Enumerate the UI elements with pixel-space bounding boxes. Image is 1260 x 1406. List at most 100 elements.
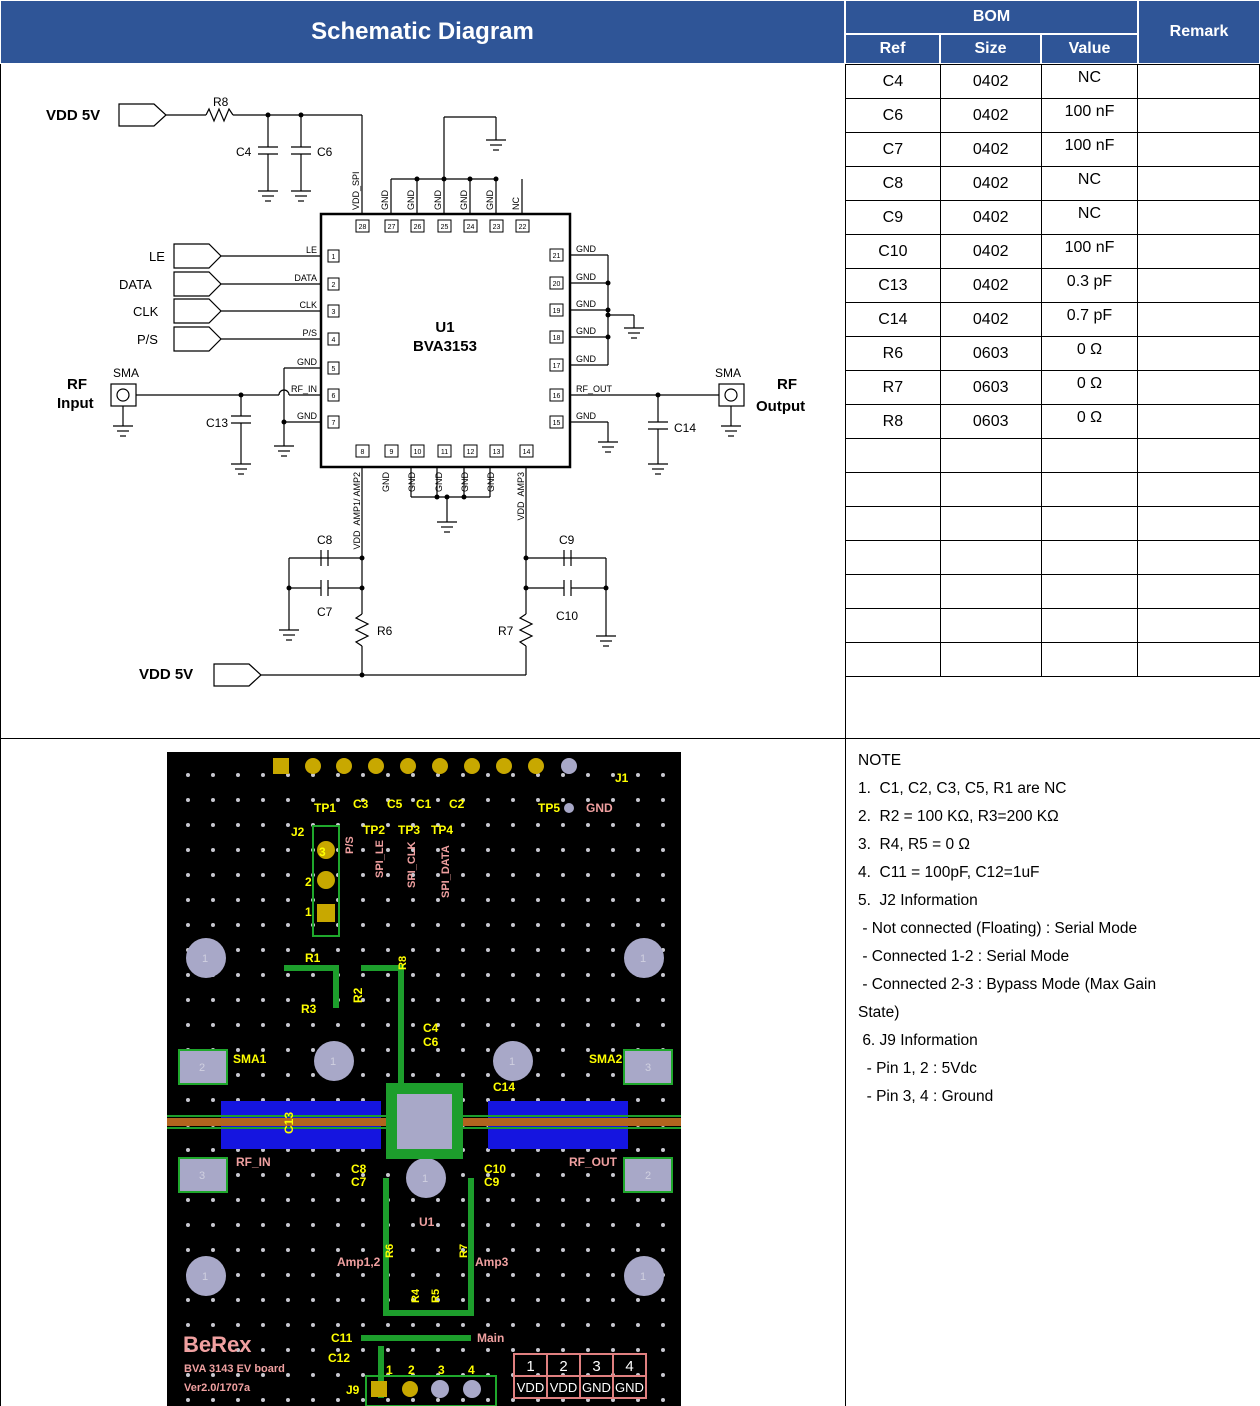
pcb-c8: C8	[351, 1162, 367, 1176]
bom-empty-row	[845, 438, 1260, 473]
bom-cell-remark	[1137, 64, 1260, 99]
bom-cell-size	[939, 438, 1042, 473]
pin-number: 6	[332, 393, 336, 400]
pcb-c11: C11	[331, 1331, 353, 1345]
bom-cell-remark	[1137, 438, 1260, 473]
pcb-tp3: TP3	[398, 823, 420, 837]
pcb-spi-data: SPI_DATA	[440, 845, 452, 898]
pin-number: 15	[553, 420, 561, 427]
pcb-c2: C2	[449, 797, 465, 811]
pin-number: 5	[332, 366, 336, 373]
chip-ref: U1	[435, 319, 454, 336]
bom-header-ref: Ref	[845, 34, 940, 64]
bom-cell-remark	[1137, 132, 1260, 167]
bom-cell-size: 0402	[939, 64, 1042, 99]
bom-cell-remark	[1137, 608, 1260, 643]
note-line: 5. J2 Information	[858, 892, 978, 909]
pin-name: GND	[485, 190, 495, 211]
j9-pin-number: 1	[526, 1358, 534, 1375]
ctrl-data-label: DATA	[119, 277, 152, 292]
bom-cell-size	[939, 540, 1042, 575]
pcb-hole-7: 1	[640, 1271, 646, 1283]
pcb-r7: R7	[458, 1244, 470, 1258]
pcb-j1: J1	[615, 771, 629, 785]
bom-cell-size: 0402	[939, 98, 1042, 133]
pin-name: GND	[459, 190, 469, 211]
pin-number: 17	[553, 363, 561, 370]
bom-footer-cell	[845, 672, 1260, 739]
bom-cell-ref	[845, 472, 941, 507]
pcb-gnd: GND	[586, 801, 613, 815]
pin-name: GND	[576, 354, 597, 364]
c14-label: C14	[674, 421, 696, 435]
pcb-c10: C10	[484, 1162, 506, 1176]
pcb-c3: C3	[353, 797, 369, 811]
j9-pin-name: GND	[615, 1380, 644, 1395]
j9-pin-name: VDD	[517, 1380, 544, 1395]
pin-number: 14	[523, 449, 531, 456]
pcb-sma2-pin2: 2	[645, 1170, 651, 1182]
pcb-spi-clk: SPI_CLK	[406, 841, 418, 888]
bom-cell-remark	[1137, 472, 1260, 507]
pcb-ps: P/S	[344, 836, 356, 854]
chip-pin: 15 GND	[549, 411, 597, 429]
bom-cell-ref: C9	[845, 200, 941, 235]
pcb-r5: R5	[430, 1289, 442, 1303]
pcb-j2-pin1: 1	[305, 905, 312, 919]
bom-header-size: Size	[940, 34, 1041, 64]
pcb-j2: J2	[291, 825, 305, 839]
bom-header-value: Value	[1041, 34, 1138, 64]
pin-name: GND	[434, 472, 444, 493]
bom-cell-value: 100 nF	[1040, 98, 1139, 133]
schematic-title: Schematic Diagram	[0, 0, 845, 64]
pin-name: GND	[297, 411, 318, 421]
bom-cell-value: 0.7 pF	[1040, 302, 1139, 337]
bom-cell-size	[939, 608, 1042, 643]
pcb-c7: C7	[351, 1175, 367, 1189]
bom-cell-remark	[1137, 200, 1260, 235]
note-line: - Pin 3, 4 : Ground	[858, 1088, 994, 1105]
pcb-j9-pin4: 4	[468, 1363, 475, 1377]
j9-table-cell	[612, 1375, 647, 1399]
pin-name: GND	[576, 244, 597, 254]
bom-title: BOM	[845, 0, 1138, 34]
pin-name: GND	[486, 472, 496, 493]
r8-label: R8	[213, 95, 229, 109]
note-line: 1. C1, C2, C3, C5, R1 are NC	[858, 780, 1067, 797]
pin-name: GND	[576, 272, 597, 282]
pin-name: GND	[576, 411, 597, 421]
bom-cell-ref	[845, 506, 941, 541]
bom-cell-ref: R6	[845, 336, 941, 371]
bom-cell-ref	[845, 540, 941, 575]
pcb-sma2: SMA2	[589, 1052, 623, 1066]
bom-cell-value	[1040, 540, 1139, 575]
pcb-rf-in: RF_IN	[236, 1155, 271, 1169]
j9-pin-name: GND	[582, 1380, 611, 1395]
pin-name: NC	[511, 197, 521, 210]
bom-empty-row	[845, 540, 1260, 575]
bom-cell-value: 0.3 pF	[1040, 268, 1139, 303]
sma-right-label: SMA	[715, 366, 741, 380]
ctrl-le-label: LE	[149, 249, 165, 264]
bom-cell-size: 0402	[939, 132, 1042, 167]
pcb-c14: C14	[493, 1080, 515, 1094]
bom-cell-ref: C10	[845, 234, 941, 269]
bom-cell-value: 0 Ω	[1040, 404, 1139, 439]
pcb-amp12: Amp1,2	[337, 1255, 381, 1269]
ctrl-clk-label: CLK	[133, 304, 159, 319]
pin-number: 28	[359, 224, 367, 231]
pcb-amp3: Amp3	[475, 1255, 509, 1269]
